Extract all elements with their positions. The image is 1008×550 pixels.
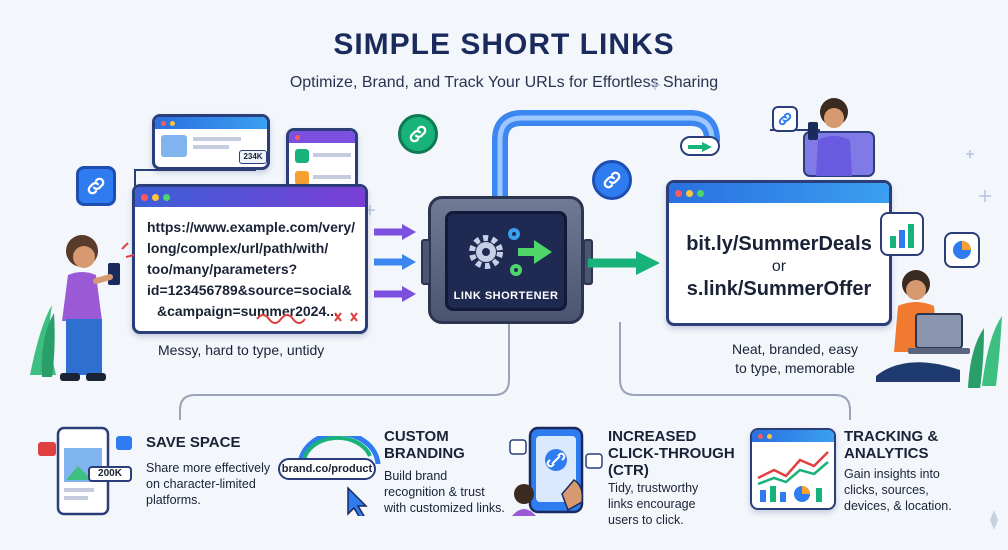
short-link-secondary: s.link/SummerOffer bbox=[686, 278, 872, 300]
desc-line: Share more effectively bbox=[146, 461, 271, 475]
caption-line: Neat, branded, easy bbox=[731, 341, 859, 357]
title-line: CUSTOM bbox=[384, 428, 449, 445]
machine-screen: LINK SHORTENER bbox=[445, 211, 567, 311]
page-subtitle: Optimize, Brand, and Track Your URLs for… bbox=[289, 74, 719, 91]
person-with-phone-illustration bbox=[30, 235, 135, 381]
feature-title-click-through: INCREASED CLICK-THROUGH (CTR) bbox=[608, 428, 735, 479]
caption-line: to type, memorable bbox=[735, 360, 855, 376]
machine-label: LINK SHORTENER bbox=[453, 290, 559, 302]
title-line: (CTR) bbox=[608, 462, 649, 479]
chain-link-icon bbox=[76, 166, 116, 206]
title-line: BRANDING bbox=[384, 445, 465, 462]
input-arrow bbox=[374, 252, 418, 277]
desc-line: Build brand bbox=[384, 469, 448, 483]
desc-line: Tidy, trustworthy bbox=[608, 481, 699, 495]
title-line: ANALYTICS bbox=[844, 445, 929, 462]
feature-desc-custom-branding: Build brand recognition & trust with cus… bbox=[384, 468, 505, 516]
feature-title-custom-branding: CUSTOM BRANDING bbox=[384, 428, 465, 462]
long-url-line: long/complex/url/path/with/ bbox=[147, 240, 329, 256]
scribble-underline bbox=[256, 312, 358, 324]
or-separator: or bbox=[771, 258, 787, 275]
long-url-text: https://www.example.com/very/ long/compl… bbox=[135, 207, 365, 322]
branding-illustration bbox=[297, 436, 381, 516]
long-url-caption: Messy, hard to type, untidy bbox=[158, 342, 325, 358]
desc-line: platforms. bbox=[146, 493, 201, 507]
long-url-line: &campaign=summer2024... bbox=[157, 303, 338, 319]
brand-link-chip: brand.co/product bbox=[278, 458, 376, 480]
desc-line: Gain insights into bbox=[844, 467, 940, 481]
link-shortener-machine: LINK SHORTENER bbox=[421, 196, 593, 324]
feature-title-tracking: TRACKING & ANALYTICS bbox=[844, 428, 938, 462]
input-arrow bbox=[374, 284, 418, 309]
progress-pill bbox=[680, 136, 720, 156]
follower-badge: 200K bbox=[88, 466, 132, 482]
short-url-caption: Neat, branded, easy to type, memorable bbox=[700, 340, 890, 378]
short-url-window: bit.ly/SummerDeals or s.link/SummerOffer bbox=[666, 180, 892, 326]
cursor-icon bbox=[347, 486, 368, 516]
chain-link-icon bbox=[398, 114, 438, 154]
person-with-phone-illustration bbox=[803, 98, 875, 177]
long-url-line: id=123456789&source=social& bbox=[147, 282, 352, 298]
chain-link-icon bbox=[772, 106, 798, 132]
image-thumbnail bbox=[161, 135, 187, 157]
feature-desc-save-space: Share more effectively on character-limi… bbox=[146, 460, 270, 508]
chain-link-icon bbox=[546, 452, 566, 468]
title-line: CLICK-THROUGH bbox=[608, 445, 735, 462]
click-through-illustration bbox=[509, 426, 603, 516]
social-phone-illustration bbox=[38, 426, 132, 516]
input-arrow bbox=[374, 222, 416, 247]
short-link-primary: bit.ly/SummerDeals bbox=[686, 233, 872, 255]
desc-line: recognition & trust bbox=[384, 485, 485, 499]
desc-line: devices, & location. bbox=[844, 499, 952, 513]
chart-icon bbox=[757, 451, 829, 502]
page-title: SIMPLE SHORT LINKS bbox=[333, 28, 675, 61]
analytics-window bbox=[750, 428, 836, 510]
desc-line: with customized links. bbox=[384, 501, 505, 515]
phone-icon bbox=[808, 122, 818, 140]
desc-line: clicks, sources, bbox=[844, 483, 929, 497]
feature-desc-click-through: Tidy, trustworthy links encourage users … bbox=[608, 480, 698, 528]
desc-line: users to click. bbox=[608, 513, 684, 527]
title-line: TRACKING & bbox=[844, 428, 939, 445]
feature-desc-tracking: Gain insights into clicks, sources, devi… bbox=[844, 466, 952, 514]
laptop-icon bbox=[915, 313, 963, 349]
pie-chart-icon bbox=[944, 232, 980, 268]
output-arrow bbox=[588, 251, 660, 275]
desc-line: links encourage bbox=[608, 497, 696, 511]
chart-icon bbox=[880, 212, 924, 256]
follower-badge: 234K bbox=[239, 150, 267, 164]
title-line: INCREASED bbox=[608, 428, 697, 445]
feature-title-save-space: SAVE SPACE bbox=[146, 434, 241, 451]
phone-icon bbox=[108, 263, 120, 285]
long-url-line: https://www.example.com/very/ bbox=[147, 219, 355, 235]
person-with-laptop-illustration bbox=[876, 270, 1002, 388]
gear-icon bbox=[469, 228, 552, 276]
desc-line: on character-limited bbox=[146, 477, 256, 491]
chain-link-icon bbox=[592, 160, 632, 200]
long-url-line: too/many/parameters? bbox=[147, 261, 298, 277]
long-url-window: https://www.example.com/very/ long/compl… bbox=[132, 184, 368, 334]
social-post-window: 234K bbox=[152, 114, 270, 170]
